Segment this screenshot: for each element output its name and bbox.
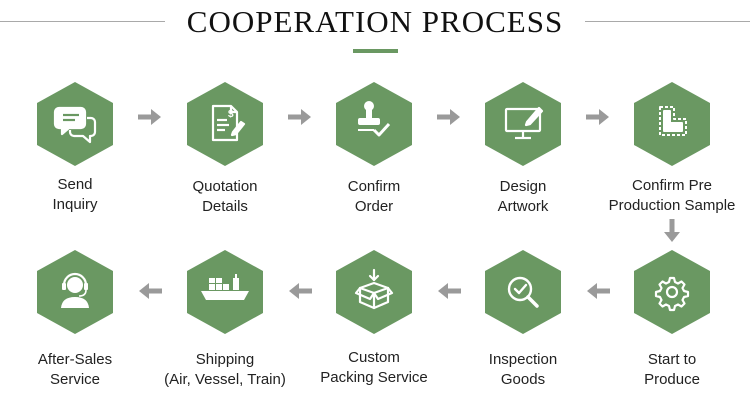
title-rule-left (0, 21, 165, 22)
monitor-design-icon (504, 106, 544, 140)
inspection-magnifier-icon (507, 276, 539, 308)
chat-bubbles-icon (53, 106, 97, 144)
step-quotation-details: $ (187, 82, 263, 166)
arrow-right-icon (288, 109, 311, 125)
step-custom-packing-service (336, 250, 412, 334)
step-confirm-pre-production-sample (634, 82, 710, 166)
step-design-artwork (485, 82, 561, 166)
arrow-right-icon (437, 109, 460, 125)
cargo-ship-icon (201, 274, 249, 300)
arrow-right-icon (138, 109, 161, 125)
step-inspection-goods (485, 250, 561, 334)
title-underline (353, 49, 398, 53)
step-confirm-order (336, 82, 412, 166)
packing-box-icon (354, 268, 394, 310)
step-send-inquiry (37, 82, 113, 166)
svg-text:$: $ (228, 109, 234, 120)
fabric-sample-icon (659, 106, 687, 136)
arrow-down-icon (664, 219, 680, 242)
step-label-shipping: Shipping(Air, Vessel, Train) (164, 351, 286, 388)
arrow-left-icon (438, 283, 461, 299)
arrow-left-icon (139, 283, 162, 299)
headset-support-icon (61, 272, 89, 308)
quotation-document-icon: $ (211, 104, 246, 142)
step-after-sales-service (37, 250, 113, 334)
title-rule-right (585, 21, 750, 22)
gear-icon (654, 276, 690, 312)
page-title: COOPERATION PROCESS (186, 4, 564, 39)
step-start-to-produce (634, 250, 710, 334)
arrow-left-icon (289, 283, 312, 299)
arrow-right-icon (586, 109, 609, 125)
stamp-check-icon (358, 101, 391, 137)
step-shipping (187, 250, 263, 334)
arrow-left-icon (587, 283, 610, 299)
